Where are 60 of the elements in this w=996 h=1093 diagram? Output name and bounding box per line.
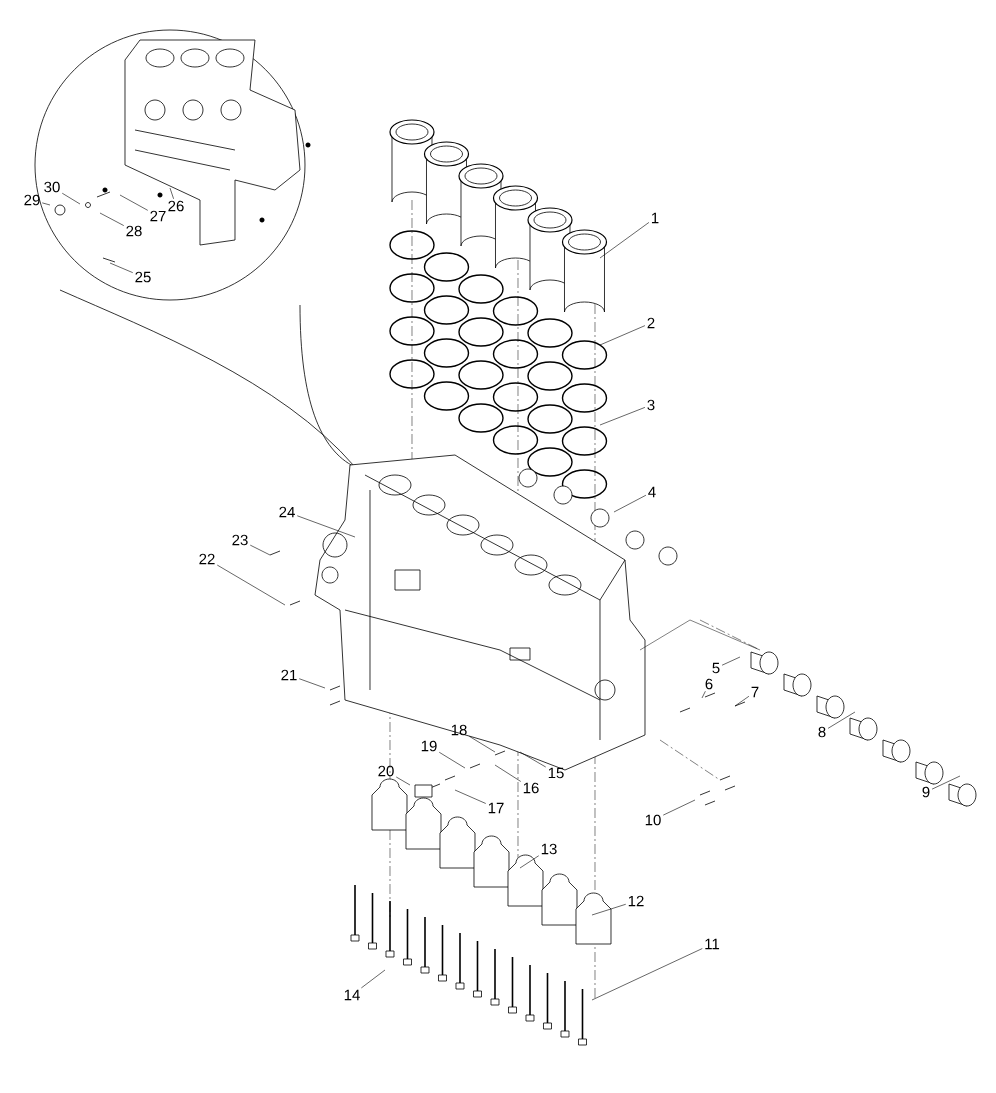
callout-number: 6 [705, 678, 713, 690]
callout-number: 28 [126, 225, 142, 237]
callout-number: 9 [922, 786, 930, 798]
callout-number: 19 [421, 740, 437, 752]
leader-line [395, 776, 411, 786]
leader-line [931, 775, 961, 790]
leader-line [599, 222, 650, 259]
callout-number: 2 [647, 317, 655, 329]
callout-number: 29 [24, 194, 40, 206]
callout-number: 30 [44, 181, 60, 193]
leader-line [519, 855, 540, 869]
leader-line [296, 515, 356, 538]
callout-number: 16 [523, 782, 539, 794]
callout-number: 11 [705, 938, 720, 950]
callout-number: 10 [645, 814, 661, 826]
callout-number: 18 [451, 724, 467, 736]
leader-line [599, 325, 646, 346]
callout-number: 7 [751, 686, 759, 698]
leader-line [216, 564, 286, 606]
callout-number: 22 [199, 553, 215, 565]
leader-line [361, 969, 386, 989]
callout-number: 12 [628, 895, 644, 907]
leader-line [494, 764, 522, 782]
leader-line [519, 751, 547, 768]
callout-number: 3 [647, 399, 655, 411]
leader-line [591, 948, 703, 1001]
leader-line [701, 690, 706, 699]
leader-line [454, 789, 487, 804]
callout-number: 20 [378, 765, 394, 777]
callout-number: 4 [648, 486, 656, 498]
leader-line [41, 202, 51, 206]
callout-number: 24 [279, 506, 295, 518]
callout-number: 13 [541, 843, 557, 855]
leader-line [827, 711, 856, 729]
leader-line [591, 903, 627, 916]
leader-line [119, 194, 149, 211]
leader-line [298, 678, 326, 689]
callout-number: 15 [548, 767, 564, 779]
leader-line [169, 187, 174, 200]
callout-number: 5 [712, 662, 720, 674]
callout-number: 21 [281, 669, 297, 681]
callout-number: 26 [168, 200, 184, 212]
callout-number: 23 [232, 534, 248, 546]
callout-number: 8 [818, 726, 826, 738]
leader-line [468, 735, 496, 753]
leader-line [61, 192, 81, 205]
leader-line [662, 799, 696, 816]
callout-number: 27 [150, 210, 166, 222]
callout-number: 14 [344, 989, 360, 1001]
leader-line [599, 407, 646, 426]
leader-line [99, 212, 125, 226]
callout-number: 25 [135, 271, 151, 283]
leader-line [721, 656, 741, 666]
callout-number: 1 [651, 212, 659, 224]
leader-line [438, 751, 466, 769]
callout-number: 17 [488, 802, 504, 814]
leader-line [109, 262, 134, 273]
leader-line [613, 494, 647, 513]
leader-line [249, 544, 271, 556]
leader-line [734, 695, 750, 707]
